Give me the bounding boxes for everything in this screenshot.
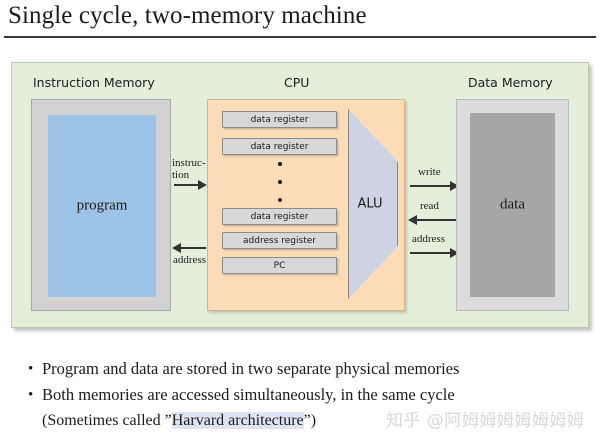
register-ellipsis-icon bbox=[222, 162, 337, 202]
read-arrow-line bbox=[414, 219, 458, 221]
instruction-arrow-head-icon bbox=[198, 180, 207, 190]
cpu-block: data register data register data registe… bbox=[207, 99, 405, 311]
alu-block: ALU bbox=[348, 109, 398, 299]
cpu-caption: CPU bbox=[284, 75, 310, 90]
harvard-architecture-highlight: Harvard architecture bbox=[171, 412, 304, 429]
bullet-marker-icon: • bbox=[28, 361, 34, 377]
register-data-2: data register bbox=[222, 208, 337, 225]
address-left-arrow-label: address bbox=[173, 254, 206, 266]
page-title: Single cycle, two-memory machine bbox=[8, 2, 367, 29]
data-memory-caption: Data Memory bbox=[468, 75, 553, 90]
instruction-memory-block: program bbox=[31, 99, 171, 311]
address-right-arrow-line bbox=[410, 252, 454, 254]
data-region: data bbox=[470, 113, 555, 297]
address-right-arrow-head-icon bbox=[450, 248, 459, 258]
data-memory-block: data bbox=[456, 99, 569, 311]
register-pc: PC bbox=[222, 257, 337, 274]
bullet-sub-note: (Sometimes called ”Harvard architecture”… bbox=[42, 410, 588, 432]
address-left-arrow-head-icon bbox=[172, 243, 181, 253]
address-right-arrow-label: address bbox=[412, 233, 445, 245]
alu-label: ALU bbox=[357, 196, 383, 212]
program-region: program bbox=[48, 115, 156, 297]
write-arrow-line bbox=[410, 185, 454, 187]
architecture-diagram: Instruction Memory CPU Data Memory progr… bbox=[11, 62, 589, 328]
register-data-0: data register bbox=[222, 111, 337, 128]
register-data-1: data register bbox=[222, 138, 337, 155]
sub-note-prefix: (Sometimes called ” bbox=[42, 412, 172, 429]
list-item: • Both memories are accessed simultaneou… bbox=[28, 384, 588, 406]
title-divider bbox=[4, 36, 596, 38]
write-arrow-head-icon bbox=[450, 181, 459, 191]
register-address: address register bbox=[222, 232, 337, 249]
read-arrow-head-icon bbox=[408, 215, 417, 225]
bullet-text-0: Program and data are stored in two separ… bbox=[42, 359, 460, 378]
sub-note-suffix: ”) bbox=[303, 412, 317, 429]
program-label: program bbox=[76, 197, 128, 214]
instruction-arrow-label: instruc-tion bbox=[172, 157, 206, 181]
bullet-list: • Program and data are stored in two sep… bbox=[28, 358, 588, 432]
instruction-memory-caption: Instruction Memory bbox=[33, 75, 155, 90]
bullet-marker-icon: • bbox=[28, 387, 34, 403]
write-arrow-label: write bbox=[418, 166, 441, 178]
address-left-arrow-line bbox=[178, 247, 206, 249]
instruction-arrow-line bbox=[174, 184, 200, 186]
list-item: • Program and data are stored in two sep… bbox=[28, 358, 588, 380]
read-arrow-label: read bbox=[420, 200, 439, 212]
bullet-text-1: Both memories are accessed simultaneousl… bbox=[42, 385, 455, 404]
data-label: data bbox=[500, 196, 525, 213]
